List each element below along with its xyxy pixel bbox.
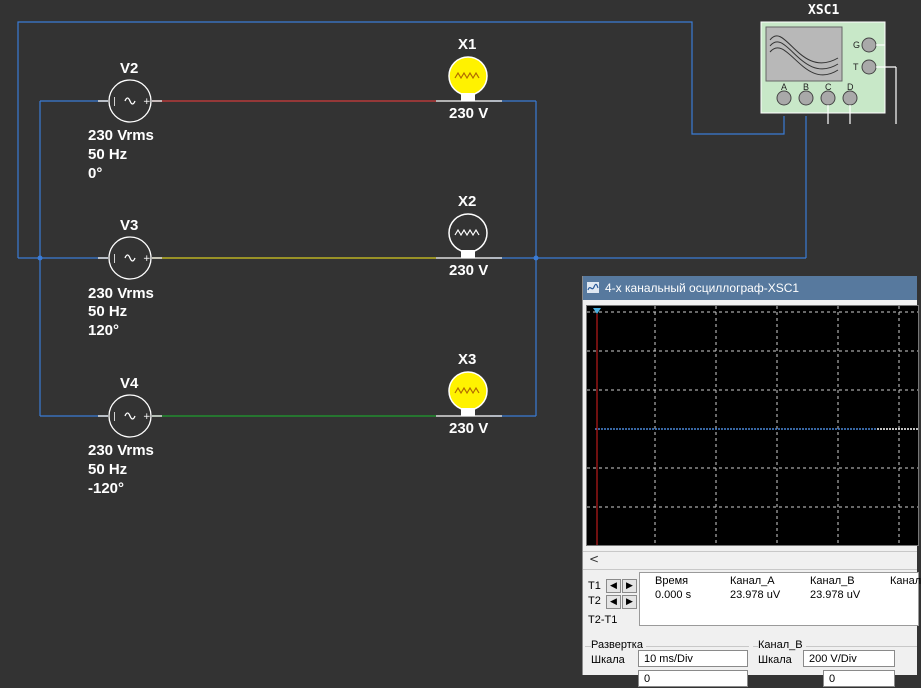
sweep-scale-label: Шкала [591, 654, 625, 666]
source-v3 [98, 236, 162, 280]
source-frequency-v3: 50 Hz [88, 303, 128, 320]
terminal-c[interactable]: C [825, 82, 832, 92]
source-voltage-v3: 230 Vrms [88, 285, 154, 302]
t1-left-arrow-icon[interactable]: ◀ [606, 579, 621, 593]
t1-right-arrow-icon[interactable]: ▶ [622, 579, 637, 593]
terminal-b[interactable]: B [803, 82, 810, 92]
instrument-xsc1 [760, 21, 897, 124]
oscilloscope-app-icon [587, 282, 599, 293]
svg-text:+: + [143, 97, 151, 107]
source-v2 [98, 79, 162, 123]
t2-right-arrow-icon[interactable]: ▶ [622, 595, 637, 609]
readout-header-time: Время [655, 575, 689, 587]
instrument-ref: XSC1 [808, 3, 840, 18]
channel-scale-input[interactable]: 200 V/Div [803, 650, 895, 667]
sweep-group-label: Развертка [591, 639, 646, 651]
source-frequency-v4: 50 Hz [88, 461, 128, 478]
terminal-t[interactable]: T [853, 62, 859, 72]
sweep-group-line [585, 646, 749, 647]
lamp-rating-x2: 230 V [449, 262, 489, 279]
source-ref-v3: V3 [120, 217, 139, 234]
oscilloscope-screen[interactable] [586, 305, 919, 546]
terminal-g[interactable]: G [853, 40, 861, 50]
svg-text:|: | [113, 254, 116, 264]
cursor-label-t1: T1 [588, 580, 601, 592]
source-voltage-v2: 230 Vrms [88, 127, 154, 144]
oscilloscope-scrollbar[interactable]: < [583, 551, 917, 570]
scroll-left-icon[interactable]: < [589, 552, 600, 566]
source-phase-v2: 0° [88, 165, 103, 182]
oscilloscope-title: 4-х канальный осциллограф-XSC1 [605, 281, 800, 295]
svg-text:+: + [143, 412, 151, 422]
cursor-readout: Время Канал_A Канал_B Канал 0.000 s 23.9… [639, 572, 921, 626]
lamp-ref-x2: X2 [458, 193, 477, 210]
lamp-ref-x3: X3 [458, 351, 477, 368]
readout-channel-a-value: 23.978 uV [730, 589, 781, 601]
oscilloscope-titlebar[interactable]: 4-х канальный осциллограф-XSC1 [583, 276, 917, 300]
lamp-rating-x1: 230 V [449, 105, 489, 122]
svg-text:+: + [143, 254, 151, 264]
sweep-position-input[interactable]: 0 [638, 670, 748, 687]
source-ref-v4: V4 [120, 375, 139, 392]
wire-outer [17, 21, 785, 258]
source-phase-v4: -120° [88, 480, 125, 497]
lamp-ref-x1: X1 [458, 36, 477, 53]
channel-group-label: Канал_B [758, 639, 806, 651]
svg-text:|: | [113, 412, 116, 422]
source-v4 [98, 394, 162, 438]
t2-left-arrow-icon[interactable]: ◀ [606, 595, 621, 609]
oscilloscope-window: 4-х канальный осциллограф-XSC1 < [582, 276, 921, 687]
sweep-scale-input[interactable]: 10 ms/Div [638, 650, 748, 667]
cursor-label-t2-t1: T2-T1 [588, 614, 618, 626]
terminal-a[interactable]: A [781, 82, 788, 92]
channel-group-line [753, 646, 917, 647]
channel-position-input[interactable]: 0 [823, 670, 895, 687]
lamp-x3 [448, 371, 488, 416]
source-ref-v2: V2 [120, 60, 139, 77]
lamp-x2 [448, 213, 488, 258]
readout-header-channel-c: Канал [890, 575, 921, 587]
source-phase-v3: 120° [88, 322, 120, 339]
cursor-t1-handle [593, 308, 601, 314]
circuit-wires: | + | + | + [17, 21, 897, 438]
source-frequency-v2: 50 Hz [88, 146, 128, 163]
readout-channel-b-value: 23.978 uV [810, 589, 861, 601]
lamp-rating-x3: 230 V [449, 420, 489, 437]
readout-time-value: 0.000 s [655, 589, 692, 601]
svg-text:|: | [113, 97, 116, 107]
readout-header-channel-a: Канал_A [730, 575, 775, 587]
terminal-d[interactable]: D [847, 82, 854, 92]
readout-header-channel-b: Канал_B [810, 575, 855, 587]
oscilloscope-graticule [587, 306, 918, 545]
cursor-label-t2: T2 [588, 595, 601, 607]
cursor-panel: T1 T2 T2-T1 ◀ ▶ ◀ ▶ Время Канал_A Канал_… [583, 570, 921, 628]
lamp-x1 [448, 56, 488, 101]
source-voltage-v4: 230 Vrms [88, 442, 154, 459]
channel-scale-label: Шкала [758, 654, 792, 666]
